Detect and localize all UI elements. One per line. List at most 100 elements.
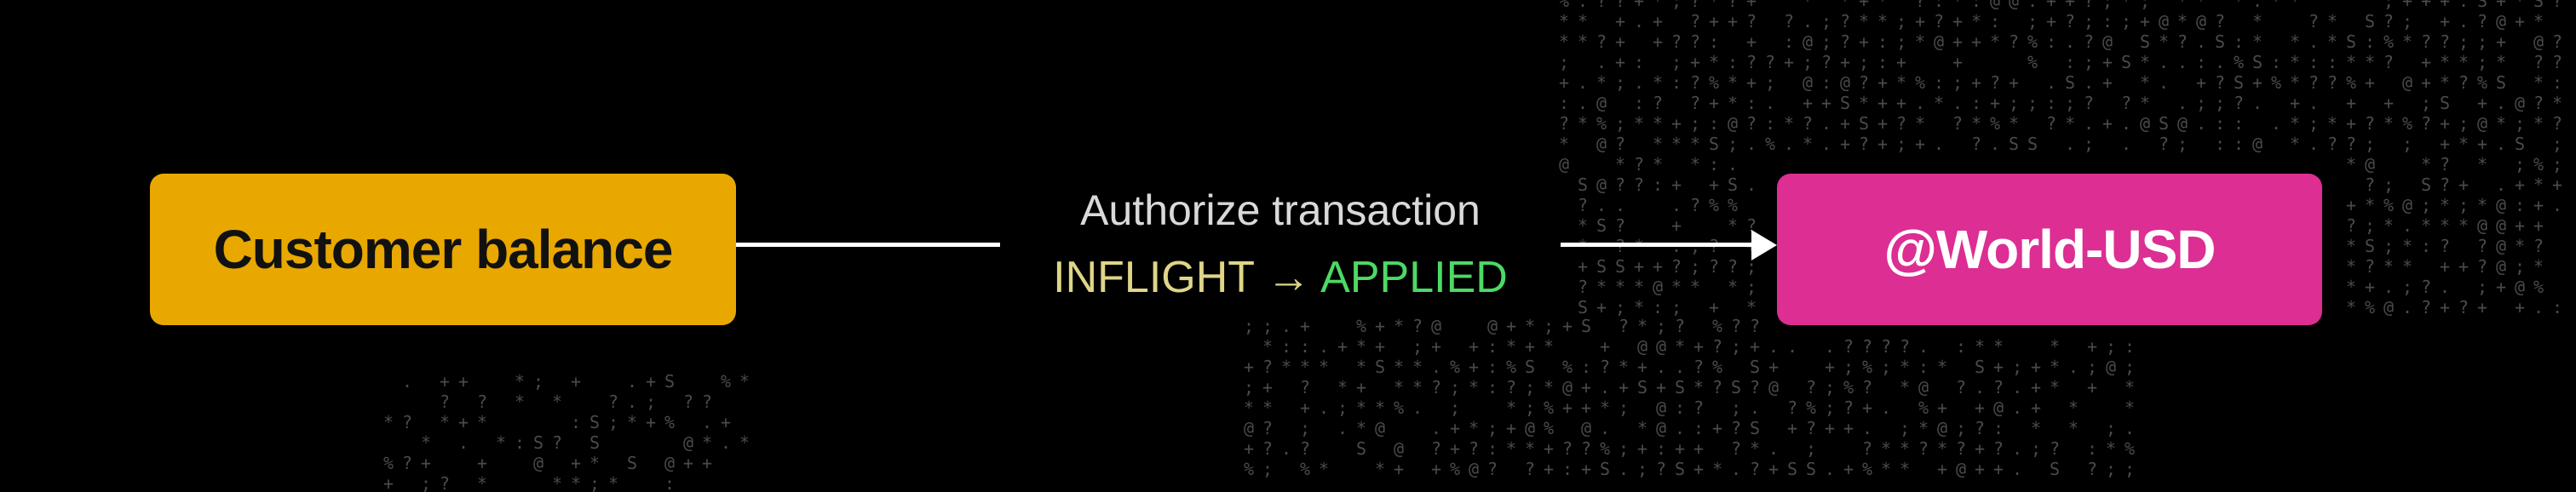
svg-text:;: ; <box>2515 256 2525 277</box>
svg-text:*: * <box>739 432 750 453</box>
svg-text:*: * <box>1900 357 1910 377</box>
svg-text:%: % <box>2346 72 2356 93</box>
svg-text:?: ? <box>1300 377 1310 398</box>
svg-text:%: % <box>1990 113 2000 134</box>
svg-text:@: @ <box>2009 0 2019 11</box>
svg-text:+: + <box>1843 459 1854 479</box>
svg-text:S: S <box>2440 93 2450 113</box>
svg-text:?: ? <box>1840 31 1850 52</box>
svg-text:.: . <box>627 392 637 412</box>
svg-text:%: % <box>1712 316 1722 336</box>
svg-text:*: * <box>2327 11 2337 31</box>
svg-text:*: * <box>2533 113 2544 134</box>
svg-text:S: S <box>2515 134 2525 154</box>
svg-text:+: + <box>1375 316 1385 336</box>
svg-text:.: . <box>627 371 637 392</box>
svg-text::: : <box>1487 357 1498 377</box>
svg-text:@: @ <box>1581 418 1591 438</box>
svg-text:S: S <box>1600 459 1610 479</box>
svg-text:;: ; <box>2027 93 2038 113</box>
svg-text:%: % <box>1709 72 1719 93</box>
svg-text:*: * <box>1671 134 1682 154</box>
svg-text:*: * <box>2440 72 2450 93</box>
svg-text:?: ? <box>1690 11 1700 31</box>
svg-text:@: @ <box>2102 31 2113 52</box>
svg-text:@: @ <box>1990 0 2000 11</box>
svg-text:?: ? <box>2552 113 2562 134</box>
svg-text:S: S <box>2140 31 2150 52</box>
svg-text:?: ? <box>1615 174 1625 195</box>
svg-text:.: . <box>1731 459 1741 479</box>
svg-text:?: ? <box>1596 0 1607 11</box>
svg-text:+: + <box>1300 316 1310 336</box>
svg-text:*: * <box>2440 215 2450 236</box>
svg-text:.: . <box>2496 174 2506 195</box>
svg-text::: : <box>2327 52 2337 72</box>
svg-text:+: + <box>477 453 487 473</box>
svg-text:*: * <box>1993 336 2004 357</box>
status-from-state: INFLIGHT <box>1053 253 1255 302</box>
svg-text:+: + <box>1525 336 1535 357</box>
svg-text:;: ; <box>2365 215 2375 236</box>
svg-text:@: @ <box>2477 113 2487 134</box>
svg-text:*: * <box>1506 398 1516 418</box>
svg-text:%: % <box>1506 357 1516 377</box>
svg-text:.: . <box>2125 418 2135 438</box>
edge-title: Authorize transaction <box>1080 186 1481 234</box>
svg-text:.: . <box>1578 93 1588 113</box>
svg-text:.: . <box>1634 11 1644 31</box>
svg-text:?: ? <box>2421 277 2431 297</box>
svg-text:*: * <box>1394 357 1404 377</box>
svg-text:*: * <box>1918 418 1929 438</box>
svg-text:+: + <box>2102 52 2113 72</box>
svg-text:+: + <box>1709 297 1719 318</box>
svg-text::: : <box>1562 459 1573 479</box>
svg-text:+: + <box>2515 11 2525 31</box>
svg-text:+: + <box>1634 0 1644 11</box>
svg-text:@: @ <box>1993 398 2004 418</box>
svg-text:.: . <box>721 432 731 453</box>
svg-text:+: + <box>1450 418 1460 438</box>
svg-text:@: @ <box>2177 113 2188 134</box>
svg-text:.: . <box>1768 336 1779 357</box>
svg-text:.: . <box>2159 72 2169 93</box>
svg-text:.: . <box>2065 134 2075 154</box>
svg-text:+: + <box>2102 72 2113 93</box>
svg-text:*: * <box>1900 438 1910 459</box>
svg-text:.: . <box>2121 113 2131 134</box>
svg-text:*: * <box>1281 357 1291 377</box>
svg-text:?: ? <box>1746 113 1757 134</box>
svg-text:.: . <box>1600 377 1610 398</box>
svg-text:*: * <box>440 412 450 432</box>
svg-text:*: * <box>1900 377 1910 398</box>
svg-text::: : <box>1634 93 1644 113</box>
svg-text:?: ? <box>1728 0 1738 11</box>
svg-text:*: * <box>2234 0 2244 11</box>
svg-text:?: ? <box>2365 113 2375 134</box>
svg-text:+: + <box>2440 256 2450 277</box>
svg-text:;: ; <box>2552 134 2562 154</box>
svg-text:S: S <box>1709 134 1719 154</box>
svg-text:?: ? <box>1431 438 1441 459</box>
svg-text:.: . <box>2196 113 2206 134</box>
svg-text:?: ? <box>2309 72 2319 93</box>
svg-text:@: @ <box>1596 134 1607 154</box>
svg-text:?: ? <box>702 392 712 412</box>
svg-text:*: * <box>2515 0 2525 11</box>
svg-text:;: ; <box>2383 236 2394 256</box>
svg-text:*: * <box>1244 398 1254 418</box>
svg-text:*: * <box>2383 256 2394 277</box>
svg-text:?: ? <box>1671 256 1682 277</box>
svg-text:;: ; <box>1450 377 1460 398</box>
svg-text:.: . <box>1281 438 1291 459</box>
svg-text:.: . <box>1934 134 1944 154</box>
svg-text::: : <box>2234 134 2244 154</box>
svg-text:;: ; <box>2421 195 2431 215</box>
svg-text:+: + <box>1559 72 1569 93</box>
svg-text:*: * <box>2068 398 2079 418</box>
svg-text:+: + <box>683 453 693 473</box>
svg-text:@: @ <box>1656 336 1666 357</box>
svg-text:?: ? <box>1859 134 1869 154</box>
svg-text:S: S <box>1375 357 1385 377</box>
svg-text:+: + <box>1877 113 1888 134</box>
